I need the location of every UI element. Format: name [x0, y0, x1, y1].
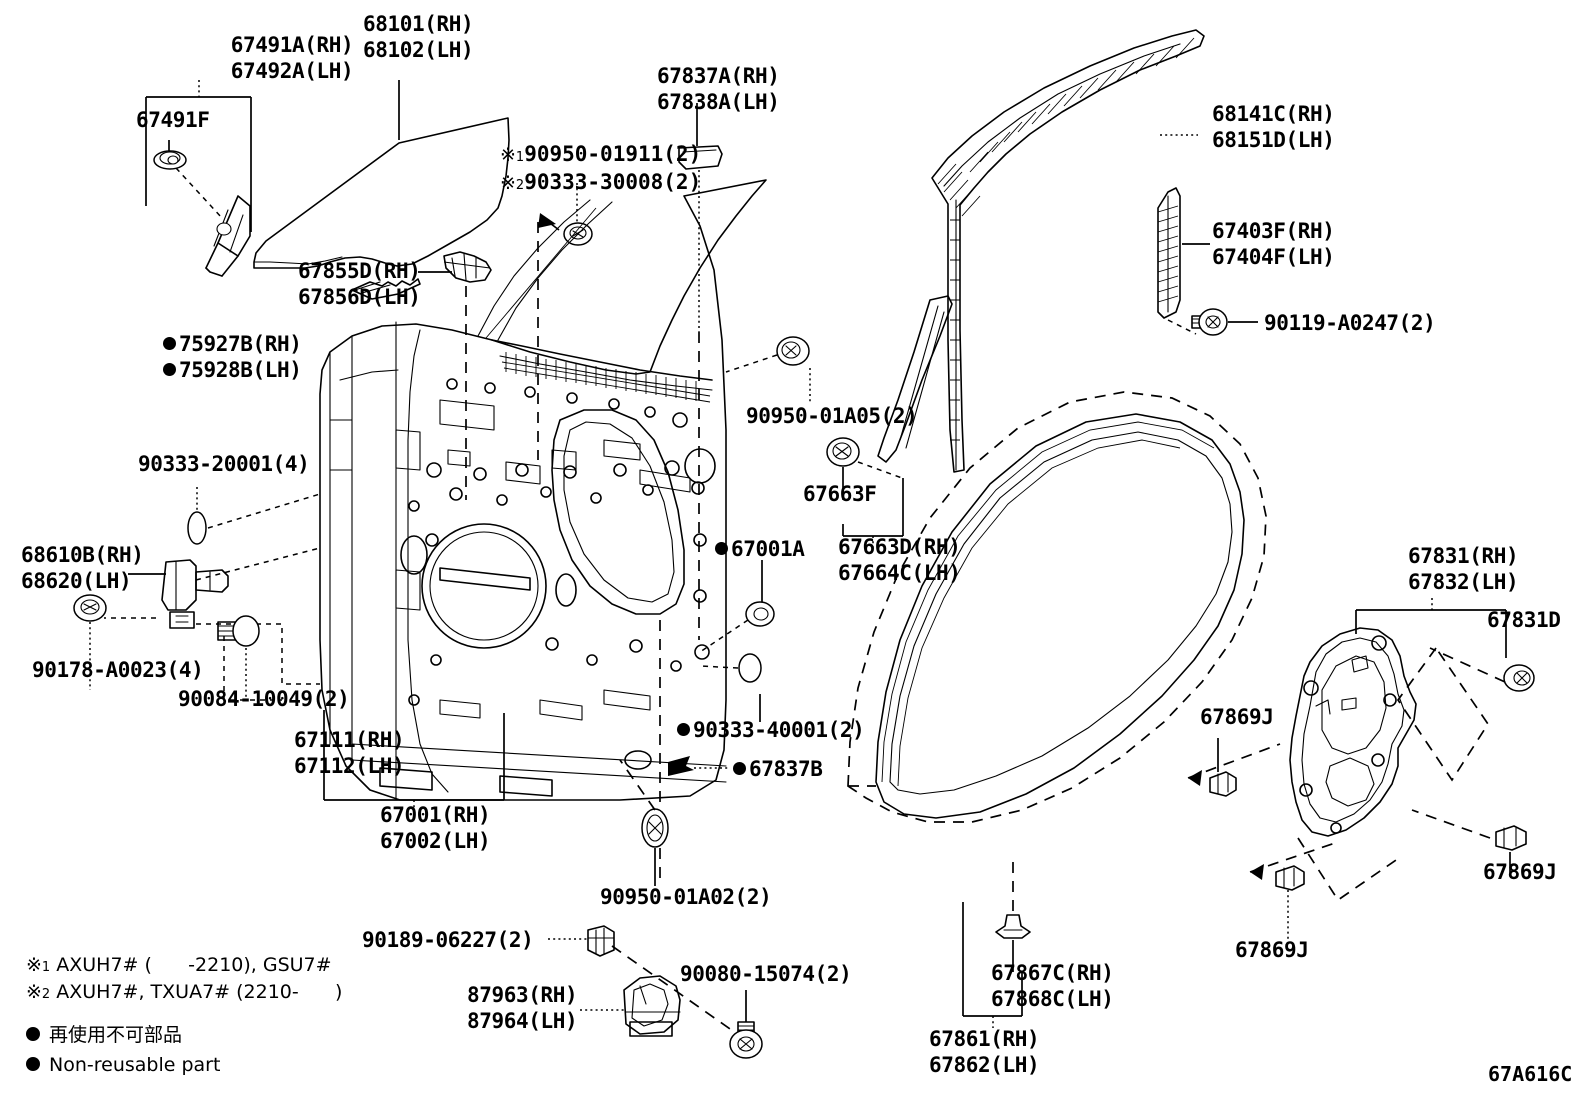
part-68101-door-glass [253, 80, 510, 269]
part-68610B-door-check [104, 547, 321, 701]
part-90950-01A02-plug [619, 759, 669, 886]
label-67869J-bottom: 67869J [1235, 938, 1309, 962]
part-90080-15074-bolt [729, 990, 763, 1059]
legend-bullet-icon [26, 1027, 40, 1041]
label-67867C: 67867C(RH) 67868C(LH) [991, 961, 1114, 1011]
label-67869J-left: 67869J [1200, 705, 1274, 729]
label-90333-20001: 90333-20001(4) [138, 452, 310, 476]
part-67663F-grommet [826, 437, 904, 548]
label-67831D: 67831D [1487, 608, 1561, 632]
label-68101: 68101(RH) 68102(LH) [363, 12, 474, 62]
part-90333-40001-grommet [659, 620, 762, 880]
label-68141C: 68141C(RH) 68151D(LH) [1212, 102, 1335, 152]
label-67837A: 67837A(RH) 67838A(LH) [657, 64, 780, 114]
part-68141C-frame-weatherstrip [931, 29, 1205, 473]
legend-bullet-icon [26, 1057, 40, 1071]
label-67831: 67831(RH) 67832(LH) [1408, 544, 1519, 594]
part-glass-channel-strip [351, 278, 421, 300]
part-67837A-clip [678, 103, 723, 640]
part-67001A-grommet [699, 560, 775, 653]
label-90080-15074: 90080-15074(2) [680, 962, 852, 986]
part-67855D-clip [418, 251, 492, 500]
non-reusable-bullet [163, 337, 176, 350]
non-reusable-bullet [677, 723, 690, 736]
label-67491F: 67491F [136, 108, 210, 132]
part-67491F-grommet [153, 140, 223, 219]
non-reusable-bullet [733, 762, 746, 775]
note-ref-2: ※2 AXUH7#, TXUA7# (2210- ) [26, 981, 343, 1003]
part-67001-door-panel [319, 179, 767, 801]
part-67403F-run-channel [1157, 187, 1210, 335]
part-90189-06227-clip [548, 925, 615, 957]
part-front-lower-frame-strip [877, 295, 953, 463]
part-90119-A0247-bolt [1191, 308, 1258, 336]
label-90950-01A05: 90950-01A05(2) [746, 404, 918, 428]
bracket-67491A [145, 80, 252, 232]
label-87963: 87963(RH) 87964(LH) [467, 983, 578, 1033]
label-90119-A0247: 90119-A0247(2) [1264, 311, 1436, 335]
label-67837B: 67837B [733, 757, 823, 782]
label-67663D: 67663D(RH) 67664C(LH) [838, 535, 961, 585]
drawing-number: 67A616C [1488, 1062, 1573, 1086]
part-67861-door-weatherstrip [847, 391, 1267, 823]
label-90950-01A02: 90950-01A02(2) [600, 885, 772, 909]
note-ref-1: ※1 AXUH7# ( -2210), GSU7# [26, 954, 332, 976]
legend-non-reusable-en: Non-reusable part [26, 1052, 220, 1079]
label-67001A: 67001A [715, 537, 805, 562]
label-67861: 67861(RH) 67862(LH) [929, 1027, 1040, 1077]
label-67111: 67111(RH) 67112(LH) [294, 728, 405, 778]
part-67831D-grommet [1429, 647, 1535, 692]
label-75927B: 75927B(RH) 75928B(LH) [163, 331, 302, 383]
label-90333-40001: 90333-40001(2) [677, 718, 865, 743]
part-ref-screw [537, 183, 593, 460]
label-67491A: 67491A(RH) 67492A(LH) [230, 33, 354, 83]
part-90950-01A05-grommet [725, 336, 811, 404]
label-67855D: 67855D(RH) 67856D(LH) [298, 259, 421, 309]
part-67837B-clip [668, 756, 730, 776]
label-67869J-right: 67869J [1483, 860, 1557, 884]
part-67831-service-hole-cover [1289, 598, 1507, 837]
label-ref-screws: ※190950-01911(2)※290333-30008(2) [500, 142, 702, 194]
label-67001: 67001(RH) 67002(LH) [380, 803, 491, 853]
label-68610B: 68610B(RH) 68620(LH) [21, 543, 144, 593]
label-67403F: 67403F(RH) 67404F(LH) [1212, 219, 1335, 269]
legend-non-reusable-jp: 再使用不可部品 [26, 1022, 182, 1049]
part-87963-mirror-bracket [580, 945, 761, 1051]
part-67869J-clip-left [1187, 738, 1281, 797]
part-90178-A0023-nut [73, 594, 107, 690]
label-90084-10049: 90084-10049(2) [178, 687, 350, 711]
label-67663F: 67663F [803, 482, 877, 506]
part-90084-10049-bolt [217, 615, 260, 700]
label-90189-06227: 90189-06227(2) [362, 928, 534, 952]
bracket-67111 [323, 710, 505, 812]
part-67867C-clip [962, 862, 1031, 1028]
non-reusable-bullet [715, 542, 728, 555]
part-67869J-clip-bottom [1249, 841, 1339, 940]
part-90333-20001-grommet [187, 487, 321, 545]
non-reusable-bullet [163, 363, 176, 376]
part-67491A-garnish [205, 195, 251, 277]
label-90178-A0023: 90178-A0023(4) [32, 658, 204, 682]
part-67869J-clip-right [1411, 809, 1527, 876]
service-cover-assembly-box [1297, 646, 1490, 902]
